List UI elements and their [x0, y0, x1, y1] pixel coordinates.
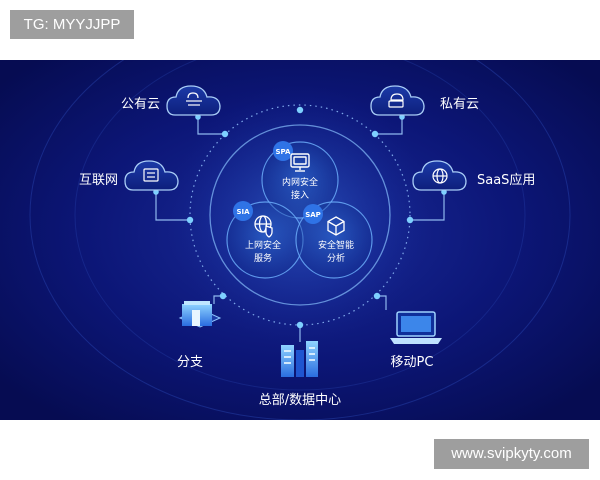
outer-ring [189, 104, 411, 326]
bubble-spa [261, 141, 339, 219]
sia-badge: SIA [236, 208, 250, 216]
sap-line1: 安全智能 [318, 239, 354, 251]
sap-badge: SAP [305, 211, 321, 219]
label-mobile-pc: 移动PC [391, 355, 434, 370]
connector-internet [155, 192, 190, 221]
connector-saas [410, 192, 445, 221]
laptop-icon [390, 311, 442, 344]
internet-cloud-icon [124, 160, 179, 191]
public-cloud-icon [166, 85, 221, 116]
label-private-cloud: 私有云 [440, 97, 479, 112]
monitor-icon [290, 153, 310, 172]
label-public-cloud: 公有云 [121, 97, 160, 112]
saas-cloud-icon [412, 160, 467, 191]
spa-group: SPA 内网安全 接入 [273, 141, 318, 201]
label-branch: 分支 [177, 355, 203, 370]
connector-private-cloud [375, 117, 403, 135]
spa-line1: 内网安全 [282, 176, 318, 188]
sia-line2: 服务 [254, 252, 272, 264]
label-internet: 互联网 [79, 173, 118, 188]
sap-group: SAP 安全智能 分析 [303, 204, 354, 264]
sap-line2: 分析 [327, 252, 345, 264]
branch-building-icon [178, 301, 222, 328]
label-hq: 总部/数据中心 [259, 393, 341, 408]
watermark-top: TG: MYYJJPP [10, 10, 134, 39]
sia-group: SIA 上网安全 服务 [233, 201, 281, 264]
cube-icon [327, 216, 345, 236]
spa-badge: SPA [276, 148, 292, 156]
watermark-bottom: www.svipkyty.com [434, 439, 589, 469]
private-cloud-icon [370, 85, 425, 116]
spa-line2: 接入 [291, 189, 309, 201]
globe-shield-icon [254, 215, 273, 238]
label-saas: SaaS应用 [477, 172, 535, 188]
sia-line1: 上网安全 [245, 239, 281, 251]
datacenter-building-icon [281, 341, 318, 377]
connector-public-cloud [197, 117, 225, 135]
security-architecture-diagram: SPA 内网安全 接入 SIA 上网安全 服务 SAP 安全智能 分析 [0, 60, 600, 420]
inner-ring [209, 124, 391, 306]
